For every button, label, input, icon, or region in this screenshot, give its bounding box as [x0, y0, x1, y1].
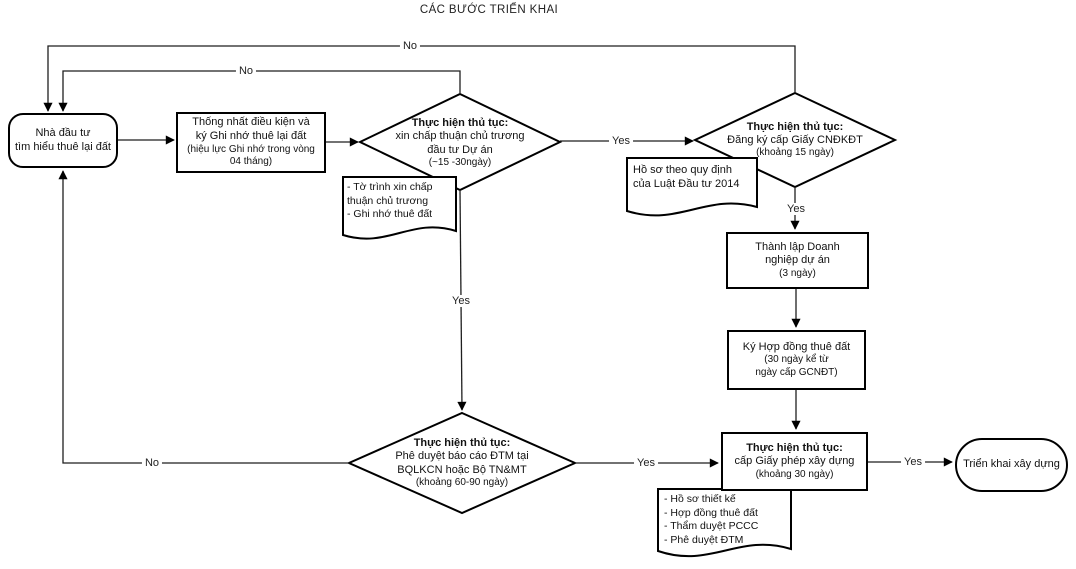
edge-label-irc-down-yes: Yes [784, 203, 808, 215]
terminator-end-label: Triển khai xây dựng [963, 458, 1060, 471]
decision-eia-title: Thực hiện thủ tục: [413, 436, 511, 449]
document-permit-shape [657, 488, 792, 558]
document-irc-text: Hồ sơ theo quy định của Luật Đầu tư 2014 [633, 163, 755, 192]
document-irc-shape [626, 157, 758, 217]
document-permit-text: - Hồ sơ thiết kế - Hợp đồng thuê đất - T… [664, 493, 786, 548]
decision-approval-text: Thực hiện thủ tục: xin chấp thuận chủ tr… [368, 116, 552, 170]
process-permit-title: Thực hiện thủ tục: [746, 441, 843, 454]
decision-eia-text: Thực hiện thủ tục: Phê duyệt báo cáo ĐTM… [352, 434, 572, 492]
process-permit-note: (khoảng 30 ngày) [755, 469, 834, 480]
edge-label-eia-no: No [141, 457, 163, 469]
document-approval-label: - Tờ trình xin chấp thuận chủ trương - G… [347, 181, 433, 221]
process-lease-note: (30 ngày kể từ ngày cấp GCNĐT) [755, 354, 838, 378]
edge-label-permit-yes: Yes [901, 456, 925, 468]
decision-approval-note: (~15 -30ngày) [428, 157, 492, 169]
edge-label-eia-yes: Yes [634, 457, 658, 469]
document-approval-text: - Tờ trình xin chấp thuận chủ trương - G… [347, 181, 453, 222]
document-irc-label: Hồ sơ theo quy định của Luật Đầu tư 2014 [633, 164, 740, 191]
page-title: CÁC BƯỚC TRIỂN KHAI [419, 4, 559, 16]
decision-irc-note: (khoảng 15 ngày) [756, 147, 834, 159]
document-permit-label: - Hồ sơ thiết kế - Hợp đồng thuê đất - T… [664, 493, 759, 546]
process-mou-note: (hiệu lực Ghi nhớ trong vòng 04 tháng) [187, 143, 315, 168]
process-company-note: (3 ngày) [779, 268, 816, 279]
process-company-label: Thành lập Doanh nghiệp dự án [755, 240, 840, 267]
decision-eia-shape [346, 411, 578, 515]
edge-label-approval-yes: Yes [609, 135, 633, 147]
decision-irc-text: Thực hiện thủ tục: Đăng ký cấp Giấy CNĐK… [703, 114, 887, 166]
decision-eia-label: Phê duyệt báo cáo ĐTM tại BQLKCN hoặc Bộ… [395, 450, 529, 476]
edge-irc-no-to-start [43, 45, 796, 112]
process-company: Thành lập Doanh nghiệp dự án (3 ngày) [726, 232, 869, 289]
process-mou-label: Thống nhất điều kiện và ký Ghi nhớ thuê … [192, 116, 310, 142]
terminator-end: Triển khai xây dựng [955, 438, 1068, 492]
decision-approval-title: Thực hiện thủ tục: [411, 116, 509, 129]
decision-approval-label: xin chấp thuận chủ trương đầu tư Dự án [395, 130, 525, 156]
edge-label-approval-no: No [235, 65, 257, 77]
edge-label-irc-no: No [399, 40, 421, 52]
process-mou: Thống nhất điều kiện và ký Ghi nhớ thuê … [176, 112, 326, 173]
terminator-start-label: Nhà đầu tư tìm hiểu thuê lại đất [14, 126, 111, 153]
process-lease-label: Ký Hợp đồng thuê đất [742, 340, 851, 353]
document-approval-shape [342, 176, 457, 240]
decision-irc-label: Đăng ký cấp Giấy CNĐKĐT [727, 133, 863, 146]
process-permit-label: cấp Giấy phép xây dựng [734, 455, 855, 468]
process-permit: Thực hiện thủ tục: cấp Giấy phép xây dựn… [721, 432, 868, 491]
edge-approval-no-to-start [58, 70, 461, 112]
decision-eia-note: (khoảng 60-90 ngày) [415, 477, 509, 489]
edge-label-approval-down-yes: Yes [449, 295, 473, 307]
process-lease: Ký Hợp đồng thuê đất (30 ngày kể từ ngày… [727, 330, 866, 390]
terminator-start: Nhà đầu tư tìm hiểu thuê lại đất [8, 113, 118, 168]
edge-eia-no-to-start [58, 170, 349, 464]
decision-irc-title: Thực hiện thủ tục: [746, 120, 844, 133]
